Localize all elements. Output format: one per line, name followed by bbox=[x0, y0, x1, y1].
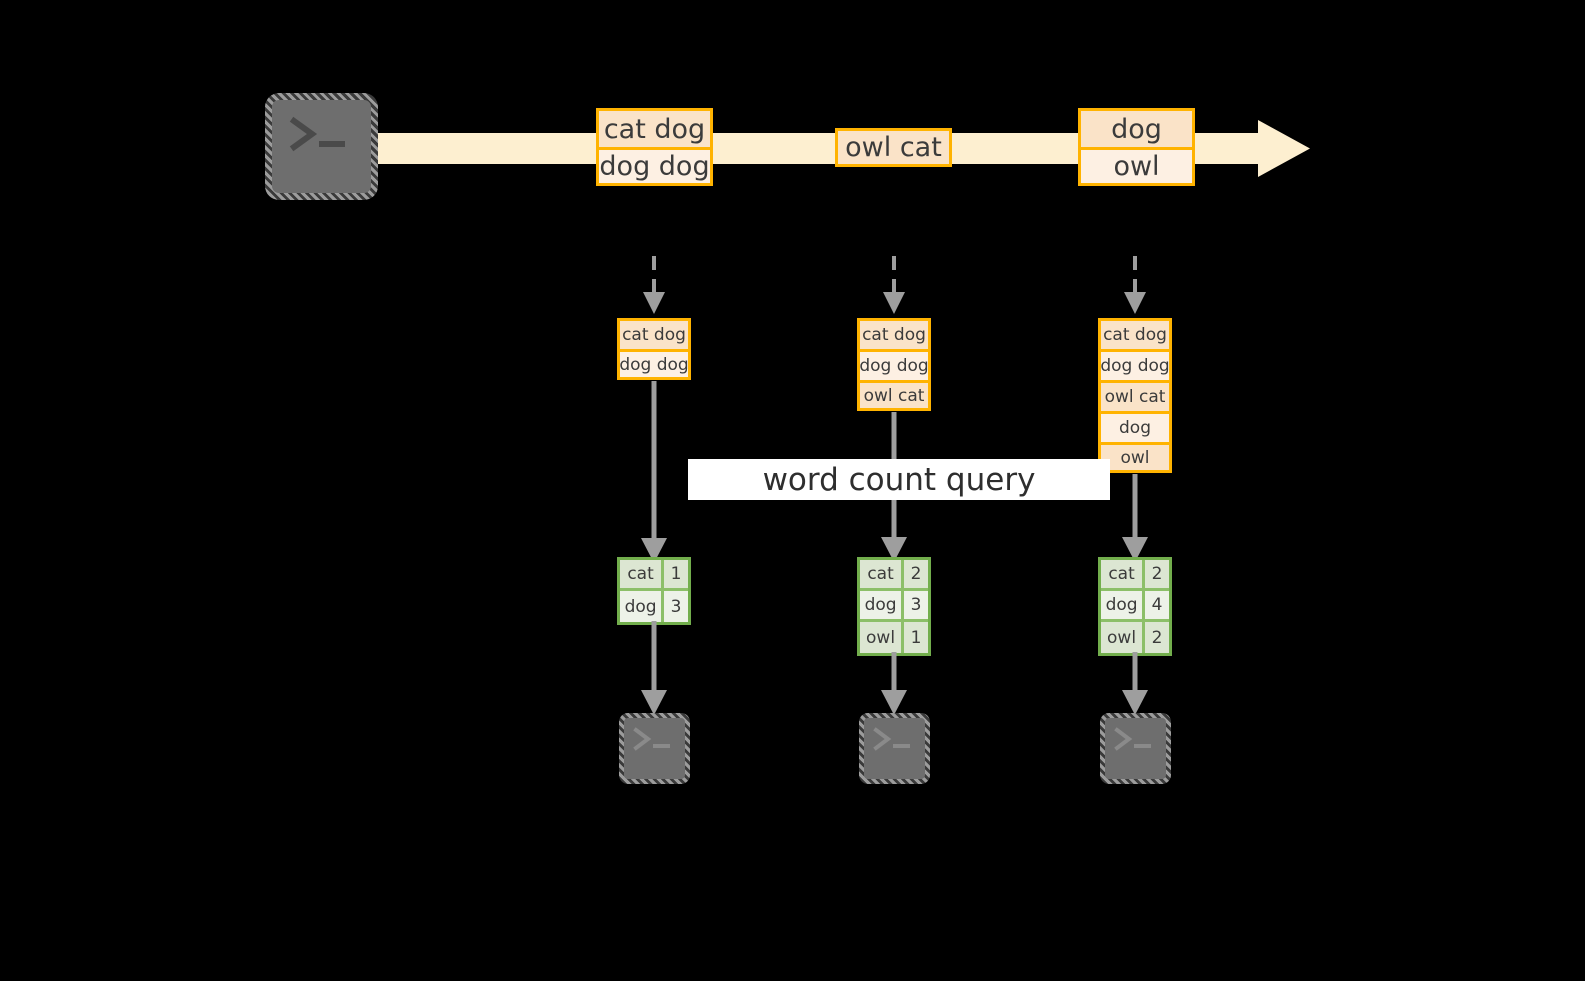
timeline-batch-1-line-1: cat dog bbox=[596, 108, 713, 147]
snapshot-3-result-table: cat 2 dog 4 owl 2 bbox=[1098, 557, 1172, 656]
table-row: owl 1 bbox=[860, 622, 928, 653]
timeline-batch-3-line-2: owl bbox=[1078, 147, 1195, 186]
terminal-prompt-glyph bbox=[286, 114, 356, 158]
table-row: cat 1 bbox=[620, 560, 688, 591]
snapshot-3-result-count-3: 2 bbox=[1145, 622, 1169, 653]
snapshot-1-result-count-2: 3 bbox=[664, 591, 688, 622]
snapshot-3-input-line-2: dog dog bbox=[1098, 349, 1172, 380]
terminal-prompt-glyph bbox=[1112, 726, 1158, 756]
query-arrow-snapshot-3 bbox=[1122, 474, 1148, 562]
snapshot-1-result-word-2: dog bbox=[620, 591, 665, 622]
timeline-batch-1-line-2: dog dog bbox=[596, 147, 713, 186]
snapshot-2-result-count-2: 3 bbox=[904, 591, 928, 622]
snapshot-3-result-word-2: dog bbox=[1101, 591, 1146, 622]
snapshot-2-sink-terminal-icon bbox=[859, 713, 930, 784]
snapshot-3-input-line-4: dog bbox=[1098, 411, 1172, 442]
snapshot-3-result-count-2: 4 bbox=[1145, 591, 1169, 622]
timeline-batch-3-line-1: dog bbox=[1078, 108, 1195, 147]
table-row: dog 3 bbox=[620, 591, 688, 622]
timeline-batch-2-line-1: owl cat bbox=[835, 128, 952, 167]
query-label: word count query bbox=[688, 459, 1110, 500]
snapshot-2-result-word-3: owl bbox=[860, 622, 905, 653]
query-arrow-snapshot-1 bbox=[641, 381, 667, 563]
snapshot-1-input-line-1: cat dog bbox=[617, 318, 691, 349]
snapshot-1-result-count-1: 1 bbox=[664, 560, 688, 591]
snapshot-1-result-table: cat 1 dog 3 bbox=[617, 557, 691, 625]
snapshot-2-result-word-2: dog bbox=[860, 591, 905, 622]
snapshot-3-input-line-5: owl bbox=[1098, 442, 1172, 473]
snapshot-3-result-word-3: owl bbox=[1101, 622, 1146, 653]
source-terminal-icon bbox=[265, 93, 378, 200]
snapshot-3-sink-terminal-icon bbox=[1100, 713, 1171, 784]
snapshot-2-input-stack: cat dog dog dog owl cat bbox=[857, 318, 931, 411]
snapshot-3-input-line-3: owl cat bbox=[1098, 380, 1172, 411]
dashed-arrow-snapshot-3 bbox=[1124, 256, 1146, 314]
snapshot-3-result-count-1: 2 bbox=[1145, 560, 1169, 591]
snapshot-2-input-line-3: owl cat bbox=[857, 380, 931, 411]
snapshot-3-input-stack: cat dog dog dog owl cat dog owl bbox=[1098, 318, 1172, 473]
table-row: owl 2 bbox=[1101, 622, 1169, 653]
sink-arrow-snapshot-2 bbox=[881, 652, 907, 715]
terminal-prompt-glyph bbox=[871, 726, 917, 756]
table-row: cat 2 bbox=[860, 560, 928, 591]
timeline-batch-3: dog owl bbox=[1078, 108, 1195, 186]
terminal-prompt-glyph bbox=[631, 726, 677, 756]
sink-arrow-snapshot-1 bbox=[641, 621, 667, 715]
timeline-batch-1: cat dog dog dog bbox=[596, 108, 713, 186]
table-row: cat 2 bbox=[1101, 560, 1169, 591]
table-row: dog 4 bbox=[1101, 591, 1169, 622]
snapshot-2-input-line-1: cat dog bbox=[857, 318, 931, 349]
snapshot-3-result-word-1: cat bbox=[1101, 560, 1146, 591]
snapshot-2-result-word-1: cat bbox=[860, 560, 905, 591]
dashed-arrow-snapshot-2 bbox=[883, 256, 905, 314]
snapshot-2-result-count-3: 1 bbox=[904, 622, 928, 653]
sink-arrow-snapshot-3 bbox=[1122, 652, 1148, 715]
snapshot-2-result-table: cat 2 dog 3 owl 1 bbox=[857, 557, 931, 656]
snapshot-1-result-word-1: cat bbox=[620, 560, 665, 591]
snapshot-2-input-line-2: dog dog bbox=[857, 349, 931, 380]
snapshot-1-input-stack: cat dog dog dog bbox=[617, 318, 691, 380]
snapshot-3-input-line-1: cat dog bbox=[1098, 318, 1172, 349]
snapshot-1-input-line-2: dog dog bbox=[617, 349, 691, 380]
timeline-batch-2: owl cat bbox=[835, 128, 952, 167]
dashed-arrow-snapshot-1 bbox=[643, 256, 665, 314]
snapshot-1-sink-terminal-icon bbox=[619, 713, 690, 784]
snapshot-2-result-count-1: 2 bbox=[904, 560, 928, 591]
table-row: dog 3 bbox=[860, 591, 928, 622]
